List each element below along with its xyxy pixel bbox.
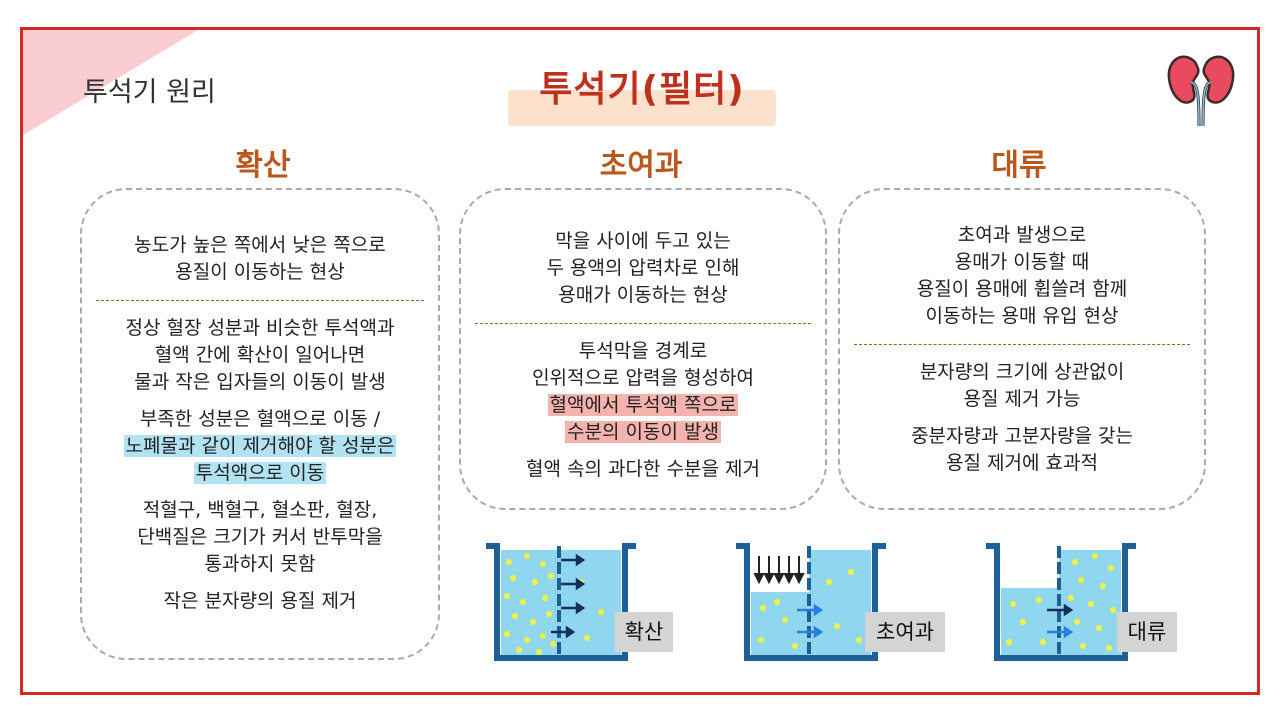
page-label: 투석기 원리: [83, 77, 216, 108]
arrows-dark: [1047, 603, 1074, 617]
pressure-arrows: [753, 556, 805, 585]
title-block: 투석기(필터): [508, 60, 776, 126]
text-line: 단백질은 크기가 커서 반투막을: [137, 526, 383, 548]
text-line: 혈액 속의 과다한 수분을 제거: [526, 458, 760, 480]
text-line: 통과하지 못함: [204, 553, 316, 575]
definition-line: 초여과 발생으로: [957, 224, 1087, 246]
text-line: 투석막을 경계로: [578, 340, 708, 362]
heading-ultrafiltration: 초여과: [599, 148, 683, 183]
water-fill-left: [1001, 588, 1059, 656]
particles: [758, 569, 862, 649]
corner-decoration: [23, 30, 198, 135]
card-ultrafiltration: 막을 사이에 두고 있는 두 용액의 압력차로 인해 용매가 이동하는 현상 투…: [459, 188, 827, 510]
diffusion-diagram: [486, 543, 636, 661]
text-line: 정상 혈장 성분과 비슷한 투석액과: [125, 317, 395, 339]
kidney-icon: [1167, 55, 1235, 127]
definition-line: 용매가 이동하는 현상: [558, 284, 728, 306]
vessel: [736, 543, 886, 661]
text-line: 용질 제거에 효과적: [946, 452, 1098, 474]
text-line: 분자량의 크기에 상관없이: [919, 361, 1125, 383]
particles: [504, 553, 604, 655]
definition-line: 막을 사이에 두고 있는: [555, 230, 731, 252]
water-fill-left: [751, 592, 809, 656]
heading-diffusion: 확산: [235, 148, 291, 183]
highlight-text: 노폐물과 같이 제거해야 할 성분은: [123, 435, 397, 457]
page-title: 투석기(필터): [539, 69, 745, 110]
definition-line: 용질이 이동하는 현상: [175, 261, 345, 283]
highlight-text: 수분의 이동이 발생: [565, 421, 721, 443]
arrows: [551, 553, 586, 639]
ultrafiltration-diagram: [736, 543, 886, 661]
text-line: 중분자량과 고분자량을 갖는: [911, 425, 1133, 447]
divider: [854, 344, 1190, 345]
card-diffusion: 농도가 높은 쪽에서 낮은 쪽으로 용질이 이동하는 현상 정상 혈장 성분과 …: [80, 188, 440, 660]
text-line: 적혈구, 백혈구, 혈소판, 혈장,: [142, 499, 378, 521]
text-line: 작은 분자량의 용질 제거: [163, 590, 357, 612]
definition-line: 이동하는 용매 유입 현상: [925, 305, 1119, 327]
text-line: 혈액 간에 확산이 일어나면: [154, 344, 366, 366]
flow-arrows: [1047, 625, 1074, 639]
text-line: 물과 작은 입자들의 이동이 발생: [134, 371, 386, 393]
heading-convection: 대류: [991, 148, 1047, 183]
particles: [1006, 553, 1116, 651]
slide-frame: 투석기 원리 투석기(필터) 확산 초여과 대류 농도가 높은 쪽에서 낮은 쪽…: [20, 27, 1260, 695]
definition-line: 농도가 높은 쪽에서 낮은 쪽으로: [134, 234, 386, 256]
vessel: [486, 543, 636, 661]
flow-arrows: [797, 603, 824, 639]
highlight-text: 혈액에서 투석액 쪽으로: [547, 394, 739, 416]
text-line: 용질 제거 가능: [963, 388, 1081, 410]
card-convection: 초여과 발생으로 용매가 이동할 때 용질이 용매에 휩쓸려 함께 이동하는 용…: [838, 188, 1206, 510]
convection-diagram: [986, 543, 1136, 661]
text-line: 부족한 성분은 혈액으로 이동 /: [139, 408, 381, 430]
title-highlight: [508, 90, 776, 126]
definition-line: 용질이 용매에 휩쓸려 함께: [916, 278, 1128, 300]
diagram-label: 대류: [1117, 612, 1177, 652]
text-line: 인위적으로 압력을 형성하여: [532, 367, 754, 389]
diagram-label: 확산: [615, 612, 673, 652]
definition-line: 두 용액의 압력차로 인해: [546, 257, 740, 279]
diagram-label: 초여과: [865, 612, 945, 652]
divider: [475, 323, 811, 324]
definition-line: 용매가 이동할 때: [954, 251, 1090, 273]
divider: [96, 300, 424, 301]
highlight-text: 투석액으로 이동: [193, 462, 327, 484]
vessel: [986, 543, 1136, 661]
